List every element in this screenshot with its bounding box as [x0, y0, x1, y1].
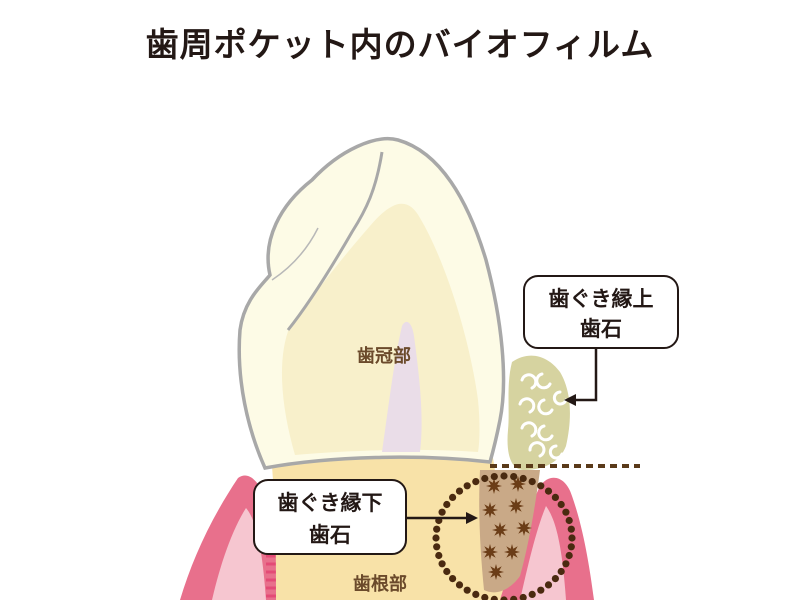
calculus-particle — [486, 478, 502, 494]
page-title: 歯周ポケット内のバイオフィルム — [145, 25, 655, 64]
callout-subgingival-line1: 歯ぐき縁下 — [278, 491, 383, 515]
highlight-dot — [481, 593, 489, 600]
highlight-dot — [537, 482, 545, 490]
highlight-dot — [438, 508, 446, 516]
highlight-dot — [567, 543, 575, 551]
highlight-dot — [443, 500, 451, 509]
highlight-dot — [557, 500, 565, 509]
subgingival-calculus — [479, 470, 540, 593]
highlight-dot — [510, 595, 518, 600]
highlight-dot — [567, 525, 575, 533]
highlight-dot — [481, 474, 489, 483]
highlight-dot — [544, 487, 553, 495]
highlight-dot — [537, 586, 545, 594]
highlight-dot — [455, 581, 464, 589]
highlight-dot — [449, 493, 457, 501]
label-root: 歯根部 — [353, 573, 407, 595]
supragingival-calculus — [507, 355, 570, 470]
highlight-dot — [472, 478, 480, 486]
arrow-supra-line — [574, 348, 598, 402]
highlight-dot — [449, 575, 457, 583]
highlight-dot — [490, 473, 498, 481]
highlight-dot — [568, 534, 576, 542]
highlight-dot — [433, 543, 441, 551]
calculus-texture — [518, 372, 568, 460]
highlight-dot — [443, 567, 451, 576]
calculus-particle — [482, 544, 498, 560]
callout-supragingival-line2: 歯石 — [580, 317, 622, 341]
highlight-dot — [544, 581, 553, 589]
highlight-dot — [551, 493, 560, 501]
callout-subgingival — [253, 479, 407, 555]
tooth-dentin — [281, 203, 480, 455]
highlight-dot — [455, 487, 464, 495]
highlight-dot — [562, 560, 570, 568]
highlight-dot — [565, 551, 573, 560]
highlight-dot — [463, 482, 471, 490]
arrow-supra-head — [564, 394, 576, 406]
arrow-sub-head — [466, 512, 478, 524]
highlight-dot — [510, 473, 518, 481]
highlight-dot — [433, 525, 441, 533]
highlight-dot — [438, 560, 446, 568]
calculus-particles — [482, 476, 532, 580]
callout-subgingival-line2: 歯石 — [309, 523, 351, 547]
ligament-left — [266, 546, 276, 598]
highlight-dot — [432, 534, 440, 542]
highlight-dot — [463, 586, 471, 594]
highlight-dot — [435, 551, 443, 560]
calculus-particle — [516, 520, 532, 536]
highlight-dot — [472, 590, 480, 599]
calculus-particle — [504, 544, 520, 560]
calculus-particle — [492, 522, 508, 538]
highlight-dot — [500, 596, 508, 600]
calculus-particle — [482, 502, 498, 518]
highlight-dot — [519, 593, 527, 600]
highlight-dot — [565, 516, 573, 525]
highlight-dot — [528, 590, 536, 599]
calculus-particle — [508, 498, 524, 514]
highlight-dot — [562, 508, 570, 516]
subgingival-highlight-circle — [432, 472, 576, 600]
crown-highlight — [286, 151, 384, 331]
highlight-dot — [519, 474, 527, 483]
label-crown: 歯冠部 — [357, 345, 411, 367]
gum-left-inner — [212, 508, 266, 600]
highlight-dot — [500, 472, 508, 480]
crown-highlight-thin — [271, 227, 319, 281]
tooth-pulp — [382, 321, 422, 452]
callout-supragingival-line1: 歯ぐき縁上 — [549, 287, 654, 311]
calculus-particle — [488, 564, 504, 580]
highlight-dot — [528, 478, 536, 486]
highlight-dot — [557, 567, 565, 576]
highlight-dot — [551, 575, 560, 583]
callout-supragingival — [523, 275, 679, 349]
highlight-dot — [490, 595, 498, 600]
